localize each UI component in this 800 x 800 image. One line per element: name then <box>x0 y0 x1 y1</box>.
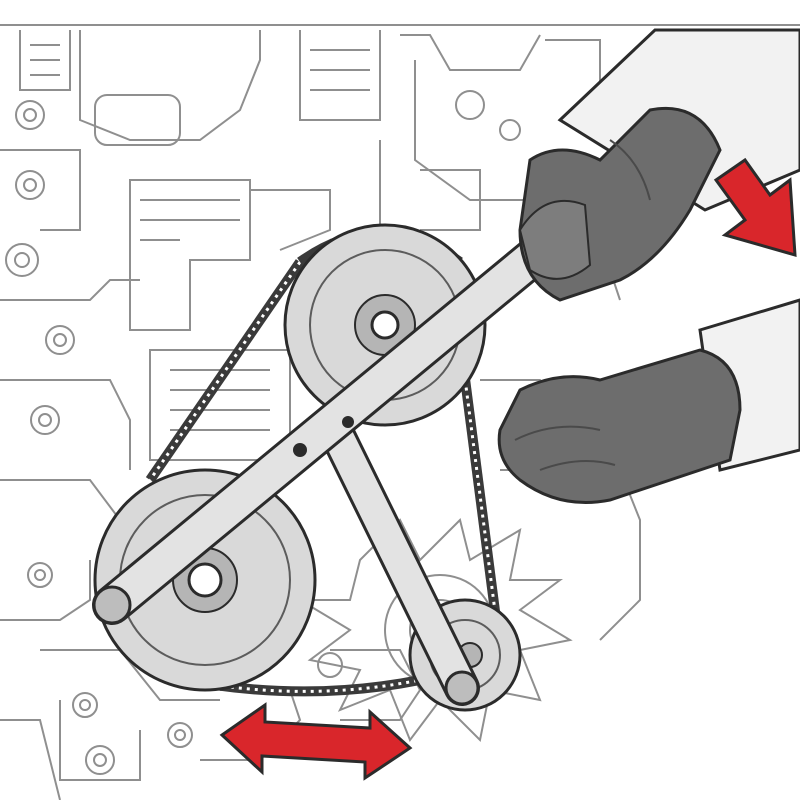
arrow-double-horizontal-icon <box>219 702 413 781</box>
upper-idler-pulley <box>283 223 487 427</box>
arrow-down-right-icon <box>713 157 797 258</box>
pivot-bolt-icon <box>342 416 354 428</box>
tool-pin-left <box>92 585 132 625</box>
tensioner-pulley <box>93 468 317 692</box>
pivot-bolt-icon <box>293 443 307 457</box>
lower-gloved-hand <box>497 298 800 504</box>
tool-pin-right <box>444 670 480 706</box>
